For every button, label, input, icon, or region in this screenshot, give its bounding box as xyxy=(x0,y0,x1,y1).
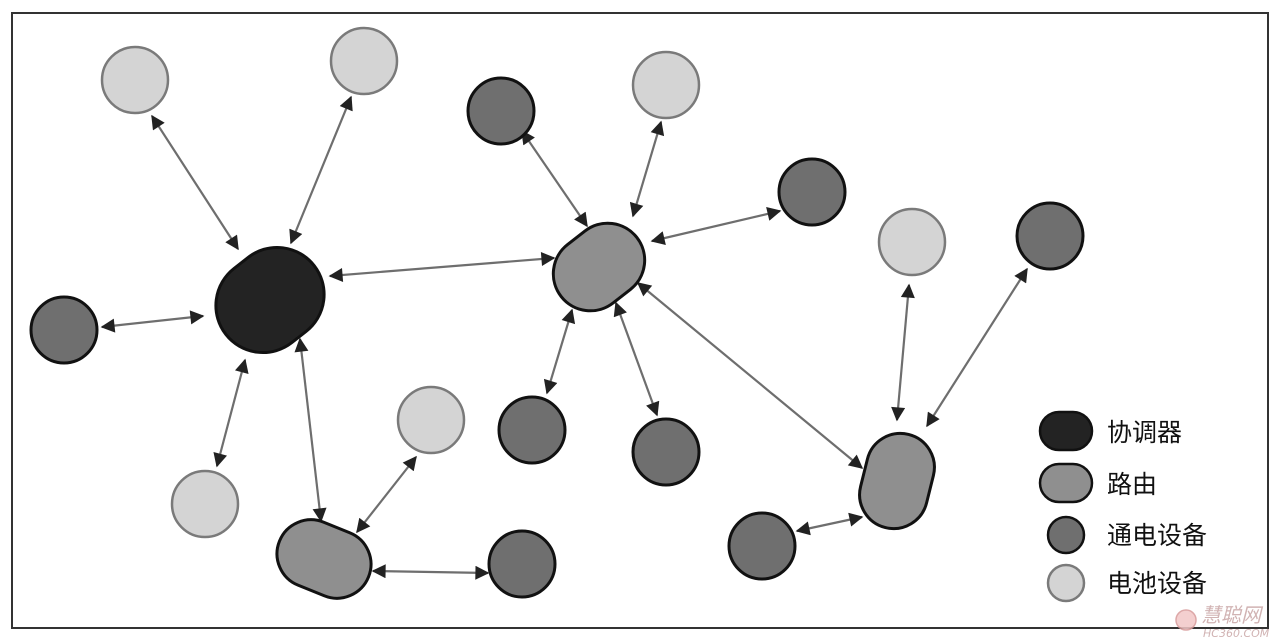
node-powered-8 xyxy=(727,511,797,581)
link-coordinator-to-battery-3 xyxy=(213,358,249,468)
legend-label-battery-device: 电池设备 xyxy=(1107,569,1207,598)
legend-swatch-router xyxy=(1038,462,1094,504)
node-battery-4 xyxy=(631,50,701,120)
node-battery-6 xyxy=(877,207,947,277)
watermark-brand: 慧聪网 xyxy=(1201,603,1264,627)
watermark-site: HC360.COM xyxy=(1203,627,1270,640)
node-powered-7 xyxy=(1015,201,1085,271)
watermark: 慧聪网 HC360.COM xyxy=(1175,603,1270,640)
node-powered-5 xyxy=(631,417,701,487)
node-powered-2 xyxy=(466,76,536,146)
link-router-center-to-powered-3 xyxy=(650,207,782,245)
watermark-logo-icon xyxy=(1175,609,1197,631)
node-router-right xyxy=(858,431,936,531)
legend-label-powered-device: 通电设备 xyxy=(1107,521,1207,550)
link-router-right-to-battery-6 xyxy=(891,283,915,422)
link-coordinator-to-battery-1 xyxy=(151,114,239,251)
legend-swatch-powered-device xyxy=(1046,515,1086,555)
legend-swatch-battery-device xyxy=(1046,563,1086,603)
node-battery-3 xyxy=(170,469,240,539)
link-router-bottom-left-to-powered-6 xyxy=(371,564,490,580)
link-router-right-to-powered-8 xyxy=(795,512,864,536)
legend-label-router: 路由 xyxy=(1107,470,1157,499)
legend-label-coordinator: 协调器 xyxy=(1107,418,1182,447)
node-powered-4 xyxy=(497,395,567,465)
link-coordinator-to-battery-2 xyxy=(289,95,353,245)
legend-item-battery-device: 电池设备 xyxy=(1046,563,1207,603)
link-router-center-to-router-right xyxy=(636,282,864,469)
legend-item-router: 路由 xyxy=(1038,462,1157,504)
nodes-layer xyxy=(29,26,1085,600)
links-layer xyxy=(100,95,1028,580)
node-battery-1 xyxy=(100,45,170,115)
node-router-center xyxy=(551,221,647,313)
node-powered-1 xyxy=(29,295,99,365)
node-powered-6 xyxy=(487,529,557,599)
link-coordinator-to-powered-1 xyxy=(100,310,205,333)
legend: 协调器 路由 通电设备 电池设备 xyxy=(1038,410,1207,603)
node-coordinator xyxy=(214,245,326,355)
node-powered-3 xyxy=(777,157,847,227)
link-router-center-to-powered-4 xyxy=(543,308,576,395)
link-coordinator-to-router-bottom-left xyxy=(294,337,327,523)
legend-item-coordinator: 协调器 xyxy=(1038,410,1182,452)
link-router-bottom-left-to-battery-5 xyxy=(356,455,417,534)
link-router-center-to-battery-4 xyxy=(629,120,665,218)
node-battery-2 xyxy=(329,26,399,96)
legend-item-powered-device: 通电设备 xyxy=(1046,515,1207,555)
link-router-center-to-powered-2 xyxy=(521,129,588,228)
link-coordinator-to-router-center xyxy=(328,252,556,282)
link-router-right-to-powered-7 xyxy=(926,267,1028,428)
node-router-bottom-left xyxy=(275,518,373,600)
node-battery-5 xyxy=(396,385,466,455)
legend-swatch-coordinator xyxy=(1038,410,1094,452)
